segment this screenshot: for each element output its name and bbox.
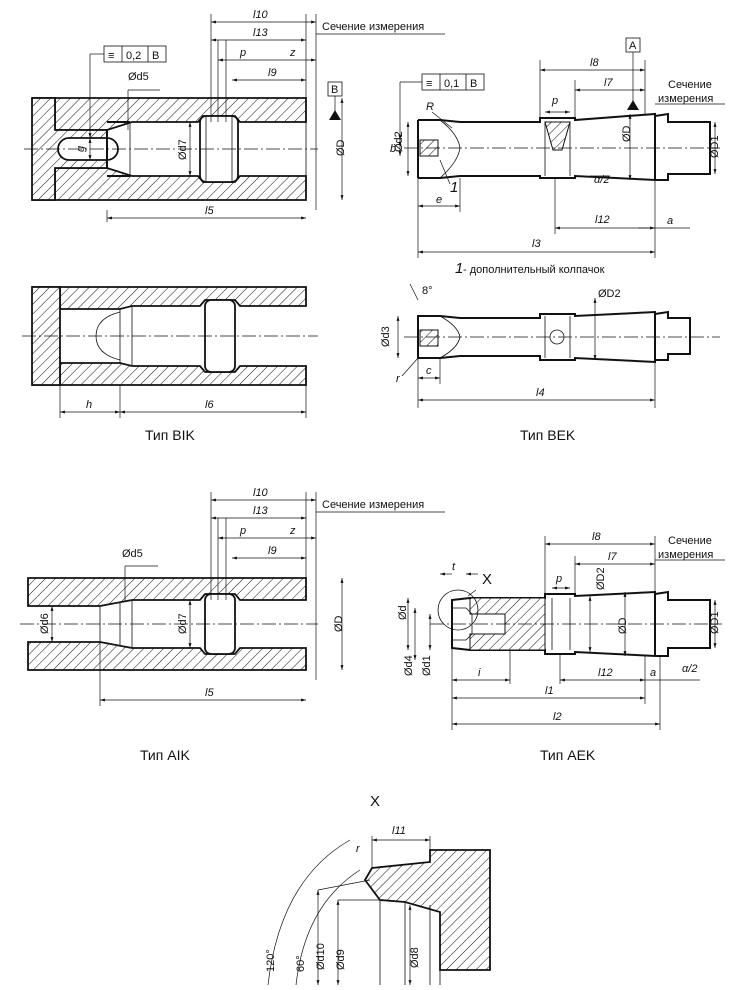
dim-d10: Ød10	[315, 943, 327, 970]
callout-1: 1	[450, 179, 458, 196]
dim-l8-aek: l8	[592, 531, 601, 543]
bik-ring-top-dims: l10 l13 p l9 z l5 ØD Ød7 Ød5 g ≡ 0,2 B B	[75, 9, 445, 222]
caption-bek: Тип BEK	[520, 427, 576, 443]
dim-l4: l4	[536, 387, 545, 399]
tol-value-bek: 0,1	[444, 78, 459, 90]
bek-plug-top: e l3 l12 a l8 l7 p ØD1 ØD Ød2 b R α/2 ≡	[390, 37, 725, 258]
dim-alpha-top: α/2	[594, 174, 609, 186]
datum-a: A	[629, 40, 637, 52]
dim-d-aek: Ød	[397, 605, 409, 620]
dim-p-bek: p	[551, 95, 558, 107]
dim-r-detail: r	[356, 843, 361, 855]
dim-p-aik: p	[239, 525, 246, 537]
dim-d5-aik: Ød5	[122, 548, 143, 560]
dim-c: c	[426, 365, 432, 377]
detail-x: X l11 r 120° 60° Ød10 Ød9 Ød8	[265, 793, 491, 986]
dim-l10-aik: l10	[253, 487, 269, 499]
dim-a-top: a	[667, 215, 673, 227]
dim-l10: l10	[253, 9, 269, 21]
dim-l1: l1	[545, 685, 554, 697]
note-text: - дополнительный колпачок	[463, 264, 605, 276]
dim-l13: l13	[253, 27, 269, 39]
dim-l12-aek: l12	[598, 667, 613, 679]
datum-b-top: B	[331, 84, 338, 96]
section-label-aik: Сечение измерения	[322, 499, 424, 511]
tol-value-bik: 0,2	[126, 50, 141, 62]
caption-aik: Тип AIK	[140, 747, 190, 763]
dim-D-bek: ØD	[621, 125, 633, 142]
dim-D-aik: ØD	[333, 615, 345, 632]
dim-l11: l11	[392, 825, 406, 837]
dim-h: h	[86, 399, 92, 411]
dim-t: t	[452, 561, 456, 573]
dim-l7-top: l7	[604, 77, 613, 89]
dim-d5-top: Ød5	[128, 71, 149, 83]
dim-z-aik: z	[289, 525, 296, 537]
bik-ring-body: h l6	[22, 286, 318, 418]
dim-d7-aik: Ød7	[177, 613, 189, 634]
dim-l8-top: l8	[590, 57, 599, 69]
dim-angle-60: 60°	[295, 955, 307, 972]
section-label-bek-2: измерения	[658, 93, 713, 105]
section-label-top: Сечение измерения	[322, 21, 424, 33]
dim-l3: l3	[532, 238, 541, 250]
dim-l9: l9	[268, 67, 277, 79]
dim-d7-top: Ød7	[177, 139, 189, 160]
aek-plug: X i l1 l2 l12 a α/2 l8 l7 p ØD2 ØD ØD1	[397, 531, 725, 730]
dim-l5-aik: l5	[205, 687, 214, 699]
bek-plug-body: ØD2 Ød3 l4 c r 8°	[380, 283, 720, 408]
dim-l9-aik: l9	[268, 545, 277, 557]
tol-datum-bek: B	[470, 78, 477, 90]
dim-d4: Ød4	[403, 655, 415, 676]
section-label-aek-1: Сечение	[668, 535, 712, 547]
tol-datum-bik: B	[152, 50, 159, 62]
detail-title: X	[370, 793, 380, 810]
aik-ring: l10 l13 p z l9 l5 ØD Ød7 Ød5 Ød6 Сечение…	[20, 487, 445, 706]
dim-D-aek: ØD	[617, 617, 629, 634]
dim-alpha-aek: α/2	[682, 663, 697, 675]
section-label-aek-2: измерения	[658, 549, 713, 561]
dim-D2-body: ØD2	[598, 288, 621, 300]
dim-R: R	[426, 101, 434, 113]
dim-z: z	[289, 47, 296, 59]
tol-symbol-bik: ≡	[108, 50, 114, 62]
dim-e: e	[436, 194, 442, 206]
bik-ring-top-view	[24, 97, 318, 201]
dim-angle-120: 120°	[265, 949, 277, 972]
caption-bik: Тип BIK	[145, 427, 195, 443]
detail-ref-x: X	[482, 571, 492, 588]
dim-b: b	[390, 143, 396, 155]
dim-p: p	[239, 47, 246, 59]
dim-r-bek: r	[396, 373, 401, 385]
dim-l6: l6	[205, 399, 214, 411]
dim-i: i	[478, 667, 481, 679]
dim-d3: Ød3	[380, 326, 392, 347]
dim-d8: Ød8	[409, 947, 421, 968]
dim-l12-top: l12	[595, 214, 610, 226]
dim-d9: Ød9	[335, 949, 347, 970]
dim-d6: Ød6	[39, 613, 51, 634]
note-cap: 1 - дополнительный колпачок	[455, 260, 605, 277]
dim-g: g	[75, 145, 87, 152]
dim-D1-aek: ØD1	[709, 611, 721, 634]
dim-angle-8: 8°	[422, 285, 433, 297]
dim-p-aek: p	[555, 573, 562, 585]
dim-l7-aek: l7	[608, 551, 617, 563]
dim-a-aek: a	[650, 667, 656, 679]
tol-symbol-bek: ≡	[426, 78, 432, 90]
dim-D-top: ØD	[335, 139, 347, 156]
dim-D1-top: ØD1	[709, 135, 721, 158]
dim-l13-aik: l13	[253, 505, 269, 517]
section-label-bek-1: Сечение	[668, 79, 712, 91]
dim-l5-top: l5	[205, 205, 214, 217]
dim-D2-aek: ØD2	[595, 567, 607, 590]
dim-d1-aek: Ød1	[421, 655, 433, 676]
caption-aek: Тип AEK	[540, 747, 596, 763]
note-number: 1	[455, 260, 463, 277]
dim-l2: l2	[553, 711, 562, 723]
